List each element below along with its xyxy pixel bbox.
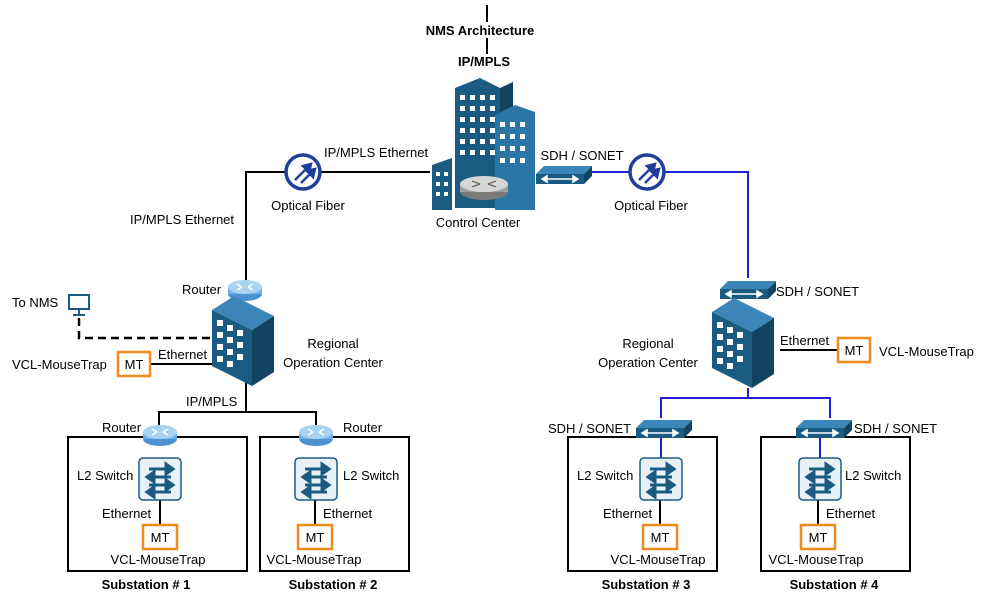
- substation-3-switch-label: L2 Switch: [577, 468, 633, 483]
- blue-sdh-links: [588, 171, 831, 458]
- right-region-name-line2: Operation Center: [598, 355, 698, 370]
- left-router-label: Router: [182, 282, 222, 297]
- top-protocol-label: IP/MPLS: [458, 54, 510, 69]
- left-region-mt-text: MT: [125, 357, 144, 372]
- substation-2: Router L2 Switch Ethernet MT VCL-MouseTr…: [259, 420, 410, 592]
- substation-3-sdh-sonet-icon: [635, 419, 693, 439]
- left-ip-mpls-ethernet-top-label: IP/MPLS Ethernet: [324, 145, 428, 160]
- to-nms-dashed-link: [77, 318, 214, 340]
- substation-3-mt-text: MT: [651, 530, 670, 545]
- right-regional-building-icon: [712, 298, 774, 388]
- substation-2-switch-label: L2 Switch: [343, 468, 399, 483]
- substation-2-mt-text: MT: [306, 530, 325, 545]
- substation-2-router-icon: [298, 424, 334, 447]
- left-region-mt-box: [116, 350, 152, 378]
- left-optical-fiber-label: Optical Fiber: [271, 198, 345, 213]
- control-center-label: Control Center: [436, 215, 521, 230]
- substation-4-name: Substation # 4: [790, 577, 880, 592]
- substation-3-ethernet-label: Ethernet: [603, 506, 653, 521]
- left-region-ip-mpls-label: IP/MPLS: [186, 394, 238, 409]
- substation-3-mt-box: [641, 523, 679, 551]
- substation-2-l2-switch-icon: [293, 456, 339, 502]
- substation-1-uplink-label: Router: [102, 420, 142, 435]
- substation-1-box: [67, 436, 248, 572]
- substation-1-mt-label: VCL-MouseTrap: [111, 552, 206, 567]
- top-sdh-sonet-icon: [535, 165, 593, 185]
- substation-3-box: [567, 436, 718, 572]
- right-region-vcl-mousetrap-label: VCL-MouseTrap: [879, 344, 974, 359]
- black-links: [150, 5, 838, 525]
- substation-4-mt-text: MT: [809, 530, 828, 545]
- substation-4-switch-label: L2 Switch: [845, 468, 901, 483]
- substation-1-mt-text: MT: [151, 530, 170, 545]
- substation-1-mt-box: [141, 523, 179, 551]
- right-optical-fiber-icon: [628, 153, 666, 191]
- substation-1-router-icon: [142, 424, 178, 447]
- right-region-name-line1: Regional: [622, 336, 673, 351]
- right-optical-fiber-label: Optical Fiber: [614, 198, 688, 213]
- right-sdh-sonet-top-label: SDH / SONET: [540, 148, 623, 163]
- substation-3-uplink-label: SDH / SONET: [548, 421, 631, 436]
- substation-2-name: Substation # 2: [289, 577, 378, 592]
- substation-1-switch-label: L2 Switch: [77, 468, 133, 483]
- substation-2-box: [259, 436, 410, 572]
- substation-4-uplink-label: SDH / SONET: [854, 421, 937, 436]
- left-region-ethernet-label: Ethernet: [158, 347, 208, 362]
- substation-4-box: [760, 436, 911, 572]
- right-region-mt-text: MT: [845, 343, 864, 358]
- left-region-name-line2: Operation Center: [283, 355, 383, 370]
- right-region-sdh-sonet-icon: [719, 280, 777, 300]
- right-region-ethernet-label: Ethernet: [780, 333, 830, 348]
- diagram-title: NMS Architecture: [426, 23, 535, 38]
- to-nms-monitor-icon: [68, 294, 90, 316]
- substation-4-mt-label: VCL-MouseTrap: [769, 552, 864, 567]
- left-region-vcl-mousetrap-label: VCL-MouseTrap: [12, 357, 107, 372]
- substation-3-mt-label: VCL-MouseTrap: [611, 552, 706, 567]
- substation-4-mt-box: [799, 523, 837, 551]
- left-optical-fiber-icon: [284, 153, 322, 191]
- substation-1: Router L2 Switch Ethernet MT VCL-MouseTr…: [67, 420, 248, 592]
- substation-3-name: Substation # 3: [602, 577, 691, 592]
- substation-4-l2-switch-icon: [797, 456, 843, 502]
- control-center-icon: [432, 78, 535, 210]
- left-region-name-line1: Regional: [307, 336, 358, 351]
- substation-4: SDH / SONET L2 Switch Ethernet MT VCL-Mo…: [760, 419, 937, 592]
- substation-1-l2-switch-icon: [137, 456, 183, 502]
- to-nms-label: To NMS: [12, 295, 59, 310]
- substation-4-ethernet-label: Ethernet: [826, 506, 876, 521]
- substation-1-ethernet-label: Ethernet: [102, 506, 152, 521]
- right-region-mt-box: [836, 336, 872, 364]
- substation-1-name: Substation # 1: [102, 577, 191, 592]
- left-ip-mpls-ethernet-side-label: IP/MPLS Ethernet: [130, 212, 234, 227]
- substation-2-ethernet-label: Ethernet: [323, 506, 373, 521]
- substation-3: SDH / SONET L2 Switch Ethernet MT VCL-Mo…: [548, 419, 718, 592]
- right-region-sdh-sonet-label: SDH / SONET: [776, 284, 859, 299]
- substation-2-mt-label: VCL-MouseTrap: [267, 552, 362, 567]
- substation-2-uplink-label: Router: [343, 420, 383, 435]
- substation-4-sdh-sonet-icon: [795, 419, 853, 439]
- substation-3-l2-switch-icon: [638, 456, 684, 502]
- substation-2-mt-box: [296, 523, 334, 551]
- left-regional-building-icon: [212, 296, 274, 386]
